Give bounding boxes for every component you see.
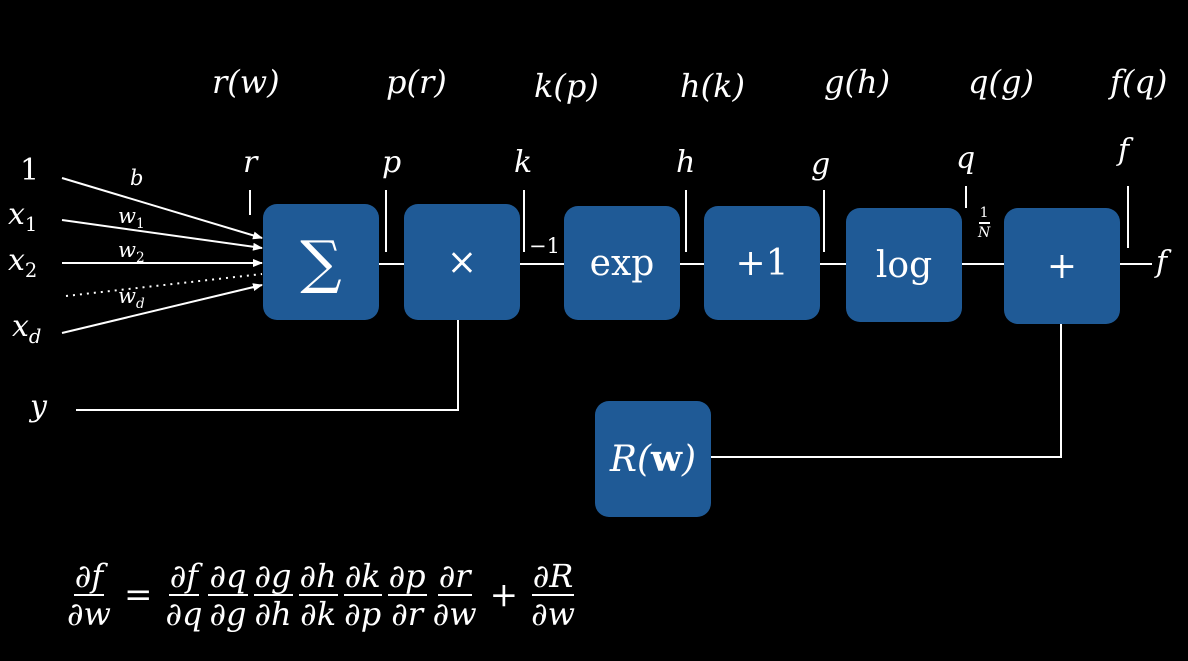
chain-term: ∂k∂p — [343, 557, 382, 633]
plus-one-node: +1 — [704, 206, 820, 320]
regularizer-label: R(w) — [609, 438, 697, 480]
weight-w1: w1 — [118, 204, 145, 232]
sum-node: ∑ — [263, 204, 379, 320]
function-label-p: p(r) — [386, 63, 447, 101]
chain-rule-equation: ∂f∂w = ∂f∂q ∂q∂g ∂g∂h ∂h∂k ∂k∂p ∂p∂r ∂r∂… — [64, 560, 578, 630]
input-y: y — [30, 389, 47, 424]
wire-y — [76, 320, 459, 411]
input-x1: x1 — [8, 197, 38, 236]
function-label-q: q(g) — [968, 63, 1034, 101]
variable-label-p: p — [382, 145, 402, 180]
equals-sign: = — [123, 575, 153, 615]
chain-term: ∂q∂g — [208, 557, 248, 633]
chain-term: ∂h∂k — [298, 557, 338, 633]
chain-term: ∂g∂h — [253, 557, 293, 633]
inverse-n-label: 1 N — [978, 205, 991, 241]
function-label-h: h(k) — [680, 67, 745, 105]
input-x2: x2 — [8, 243, 38, 282]
sum-symbol: ∑ — [300, 228, 342, 296]
variable-label-h: h — [676, 145, 696, 180]
variable-label-r: r — [243, 145, 258, 180]
wire-dots — [65, 273, 263, 297]
weight-wd: wd — [118, 284, 145, 312]
plus-sign: + — [489, 575, 519, 615]
variable-label-g: g — [811, 147, 831, 182]
wire-bias — [61, 177, 263, 240]
add-node: + — [1004, 208, 1120, 324]
output-label: f — [1156, 245, 1168, 280]
multiply-node: × — [404, 204, 520, 320]
chain-term: ∂r∂w — [432, 557, 477, 633]
log-label: log — [875, 244, 933, 286]
input-xd: xd — [12, 309, 42, 348]
wire-reg — [710, 323, 1062, 458]
chain-term: ∂f∂q — [165, 557, 203, 633]
plus-one-label: +1 — [735, 242, 789, 284]
variable-label-k: k — [514, 145, 533, 180]
neg-one-label: −1 — [529, 234, 560, 258]
regularizer-node: R(w) — [595, 401, 711, 517]
exp-node: exp — [564, 206, 680, 320]
function-label-g: g(h) — [824, 63, 891, 101]
multiply-symbol: × — [446, 241, 478, 283]
wire-xd — [61, 283, 263, 334]
function-label-k: k(p) — [534, 67, 599, 105]
wire-x1 — [61, 219, 263, 251]
input-one: 1 — [20, 153, 40, 188]
exp-label: exp — [589, 242, 655, 284]
weight-w2: w2 — [118, 238, 145, 266]
lhs-fraction: ∂f∂w — [67, 557, 111, 633]
variable-label-f: f — [1118, 133, 1130, 168]
regularizer-derivative: ∂R∂w — [531, 557, 576, 633]
variable-label-q: q — [956, 141, 976, 176]
chain-term: ∂p∂r — [387, 557, 427, 633]
function-label-f: f(q) — [1110, 63, 1168, 101]
log-node: log — [846, 208, 962, 322]
function-label-r: r(w) — [212, 63, 280, 101]
weight-b: b — [130, 166, 144, 190]
add-symbol: + — [1046, 245, 1078, 287]
